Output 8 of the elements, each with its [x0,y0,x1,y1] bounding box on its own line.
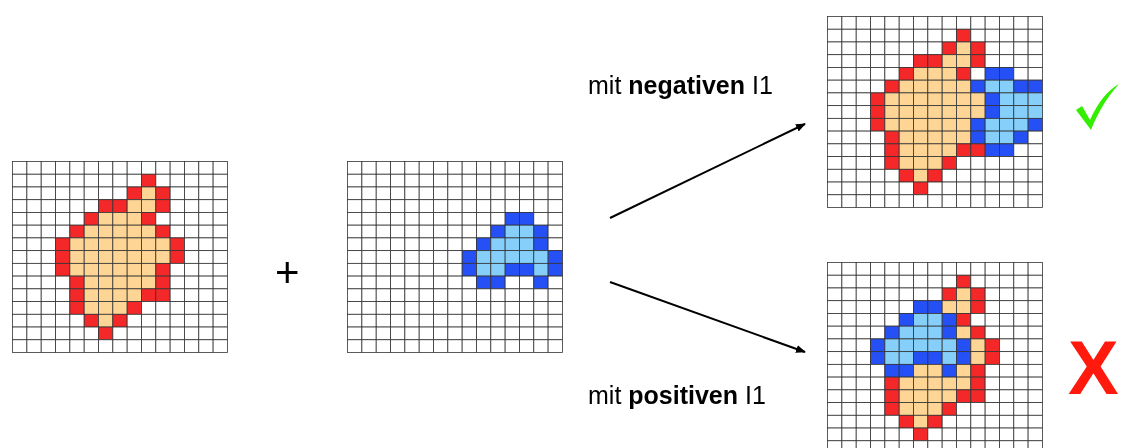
pixel-grid-drawing [827,16,1043,208]
pixel-grid-drawing [12,161,228,353]
pixel-grid-drawing [347,161,563,353]
cross-mark: X [1068,330,1119,406]
plus-sign: + [275,252,300,294]
arrow [609,123,806,219]
arrow [609,281,806,353]
pixel-grid-drawing [827,262,1043,448]
